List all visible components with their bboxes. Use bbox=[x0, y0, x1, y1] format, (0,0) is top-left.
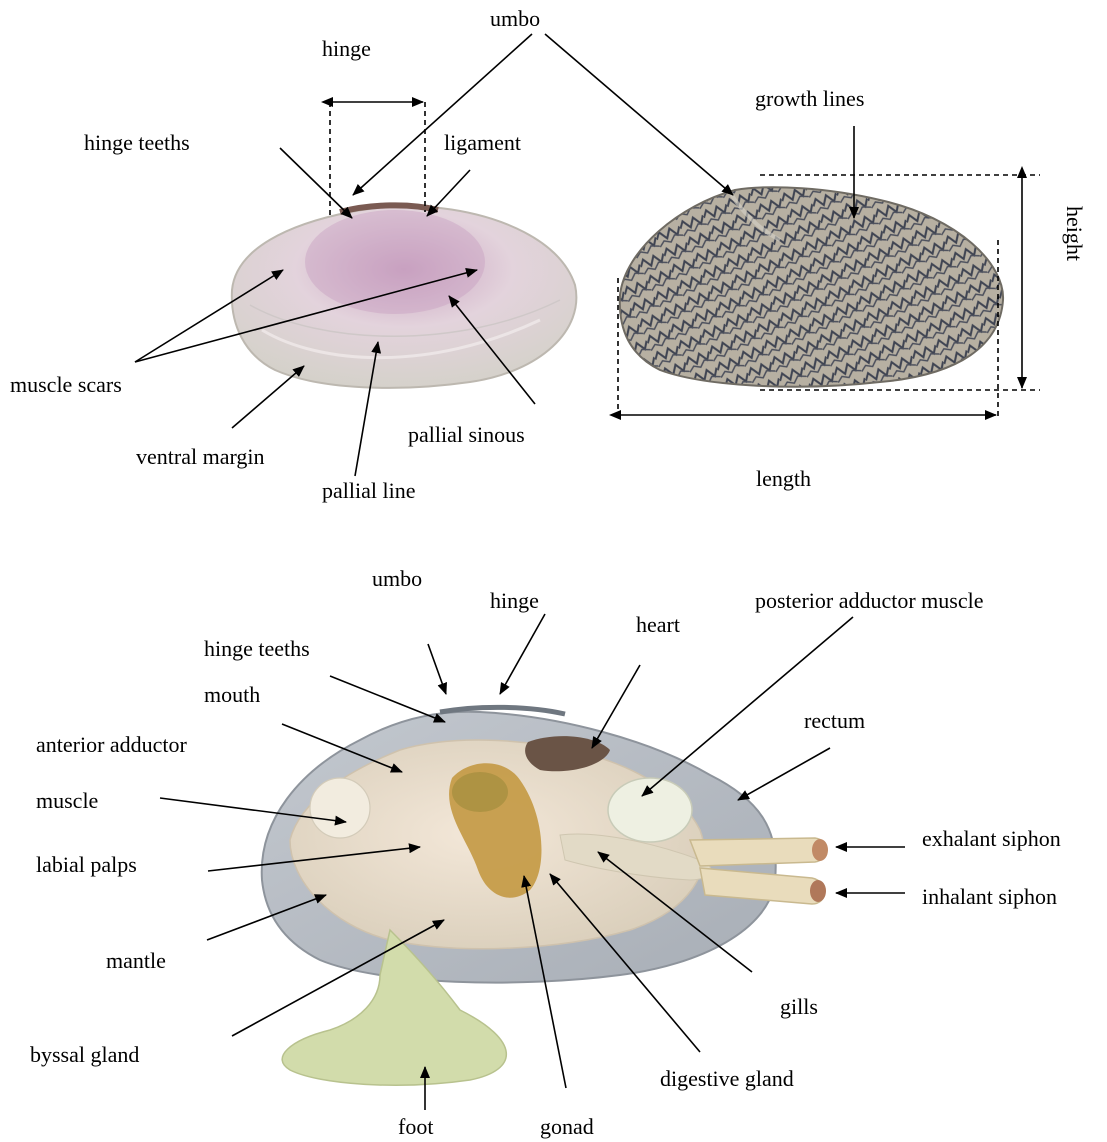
label-ventral-margin: ventral margin bbox=[136, 446, 265, 468]
label-mouth: mouth bbox=[204, 684, 260, 706]
label-hinge-teeths-bottom: hinge teeths bbox=[204, 638, 310, 660]
label-growth-lines: growth lines bbox=[755, 88, 864, 110]
label-posterior-adductor-muscle: posterior adductor muscle bbox=[755, 590, 984, 612]
label-pallial-sinous: pallial sinous bbox=[408, 424, 525, 446]
label-pallial-line: pallial line bbox=[322, 480, 415, 502]
inner-valve bbox=[232, 205, 577, 388]
label-byssal-gland: byssal gland bbox=[30, 1044, 139, 1066]
label-hinge-top: hinge bbox=[322, 38, 371, 60]
label-muscle-scars: muscle scars bbox=[10, 374, 122, 396]
label-exhalant-siphon: exhalant siphon bbox=[922, 828, 1061, 850]
label-umbo-bottom: umbo bbox=[372, 568, 422, 590]
label-digestive-gland: digestive gland bbox=[660, 1068, 794, 1090]
label-ligament: ligament bbox=[444, 132, 521, 154]
label-gonad: gonad bbox=[540, 1116, 594, 1138]
label-hinge-teeths-top: hinge teeths bbox=[84, 132, 190, 154]
label-labial-palps: labial palps bbox=[36, 854, 137, 876]
label-heart: heart bbox=[636, 614, 680, 636]
label-hinge-bottom: hinge bbox=[490, 590, 539, 612]
label-umbo-top: umbo bbox=[490, 8, 540, 30]
label-inhalant-siphon: inhalant siphon bbox=[922, 886, 1057, 908]
label-height: height bbox=[1063, 206, 1085, 261]
label-mantle: mantle bbox=[106, 950, 166, 972]
outer-valve bbox=[620, 187, 1003, 386]
label-gills: gills bbox=[780, 996, 818, 1018]
label-rectum: rectum bbox=[804, 710, 865, 732]
label-length: length bbox=[756, 468, 811, 490]
label-foot: foot bbox=[398, 1116, 433, 1138]
label-anterior-adductor: anterior adductor bbox=[36, 734, 187, 756]
opened-clam bbox=[262, 707, 828, 1085]
label-muscle: muscle bbox=[36, 790, 98, 812]
